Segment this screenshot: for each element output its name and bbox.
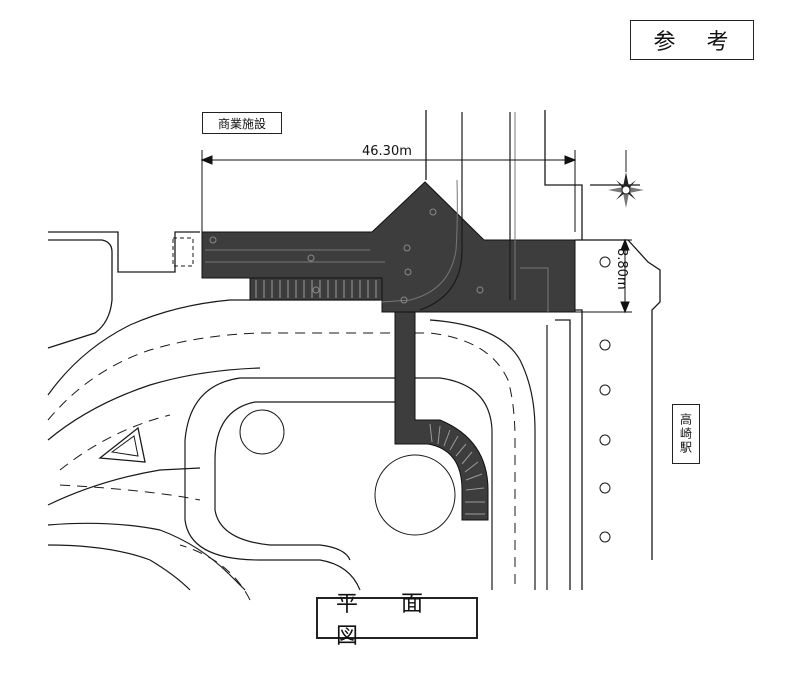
plaza-planter-small <box>239 409 285 455</box>
building-outline <box>172 237 194 267</box>
roadway-lines <box>47 299 548 591</box>
stair-hatching <box>255 280 485 515</box>
drawing-title-box: 平 面 図 <box>316 592 478 649</box>
station-bollards <box>599 256 611 543</box>
reference-label-box: 参 考 <box>630 20 754 60</box>
station-label-box: 高崎駅 <box>672 404 700 464</box>
depth-dimension-label: 8.80m <box>614 248 629 290</box>
compass-rose-icon <box>608 150 644 208</box>
commercial-facility-label: 商業施設 <box>217 116 266 131</box>
depth-dimension <box>575 238 632 314</box>
deck-detail-lines <box>205 112 549 312</box>
upper-road-lines <box>419 112 511 311</box>
triangle-island <box>98 426 146 463</box>
width-dimension-label: 46.30m <box>362 144 412 159</box>
plaza-planter-large <box>374 454 456 536</box>
commercial-facility-label-box: 商業施設 <box>202 112 282 134</box>
site-frame <box>47 110 661 590</box>
lane-markings <box>47 332 516 601</box>
pedestrian-deck <box>201 181 576 521</box>
drawing-title: 平 面 図 <box>336 592 441 649</box>
deck-bolts <box>209 208 484 304</box>
reference-label: 参 考 <box>653 30 741 55</box>
station-label: 高崎駅 <box>678 413 693 455</box>
width-dimension <box>200 150 577 232</box>
